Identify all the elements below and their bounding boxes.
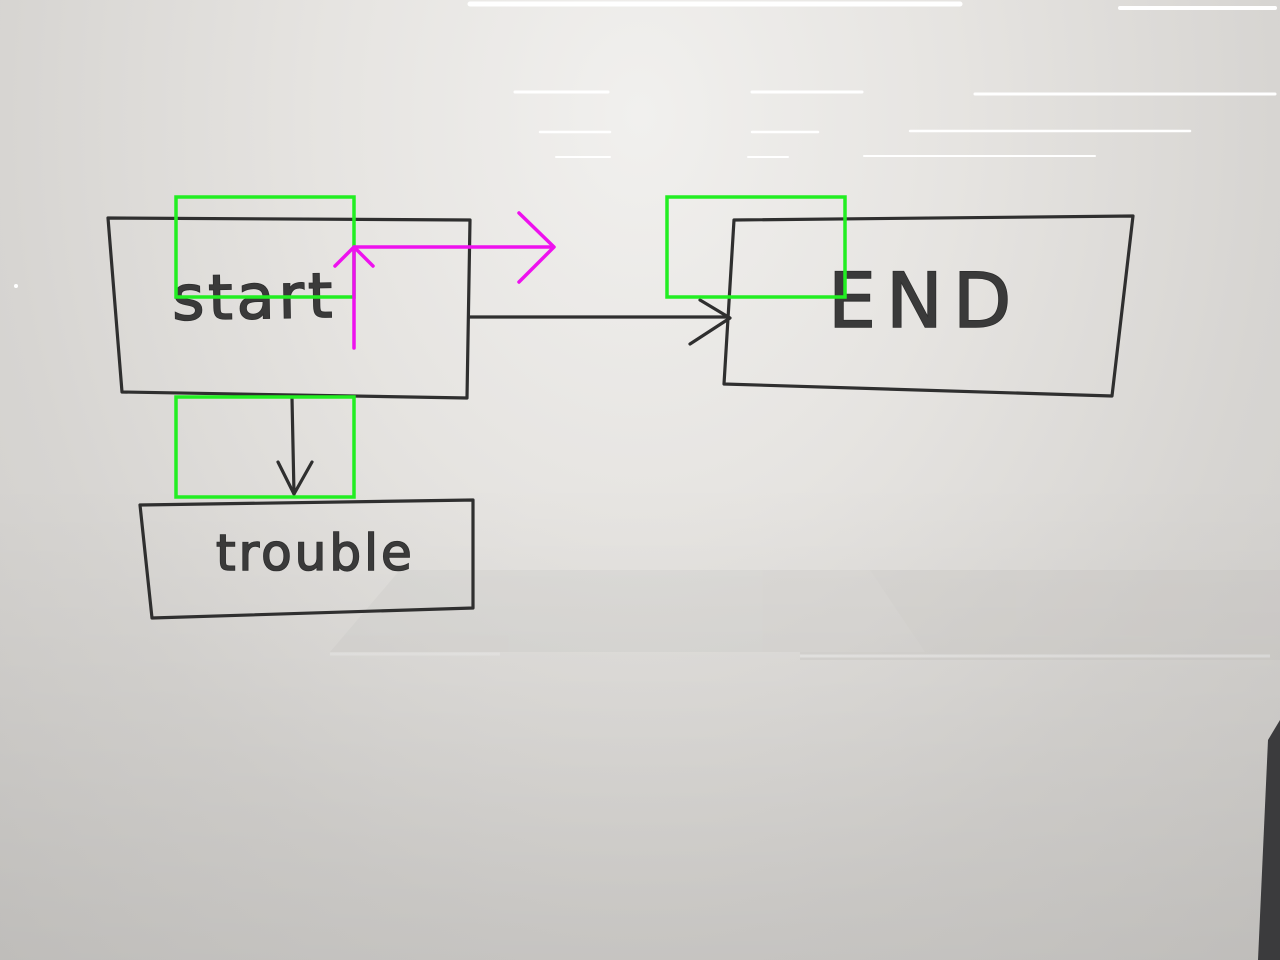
trouble-node-label: trouble — [216, 524, 415, 582]
end-node-box — [722, 214, 1135, 398]
bent-arrow-right-head — [517, 211, 556, 284]
board-frame-edge — [1258, 720, 1280, 960]
arrowhead-trouble — [276, 460, 314, 496]
bent-arrow-shaft — [352, 245, 554, 350]
highlight-box-end-arrowhead — [665, 195, 847, 299]
board-speck — [14, 284, 18, 288]
trouble-node-box — [138, 498, 475, 620]
bent-arrow-up-head — [333, 245, 375, 268]
ceiling-light-reflections — [467, 1, 1277, 158]
start-node-box — [106, 216, 472, 400]
arrowhead-end — [688, 298, 732, 346]
highlight-box-trouble-arrowhead — [174, 395, 356, 499]
edge-start-to-trouble — [290, 396, 296, 496]
bent-arrow-icon — [333, 211, 556, 350]
highlight-overlay — [174, 195, 847, 499]
lower-shade — [0, 480, 1280, 960]
end-node-label: END — [828, 256, 1021, 345]
flowchart — [106, 214, 1135, 620]
